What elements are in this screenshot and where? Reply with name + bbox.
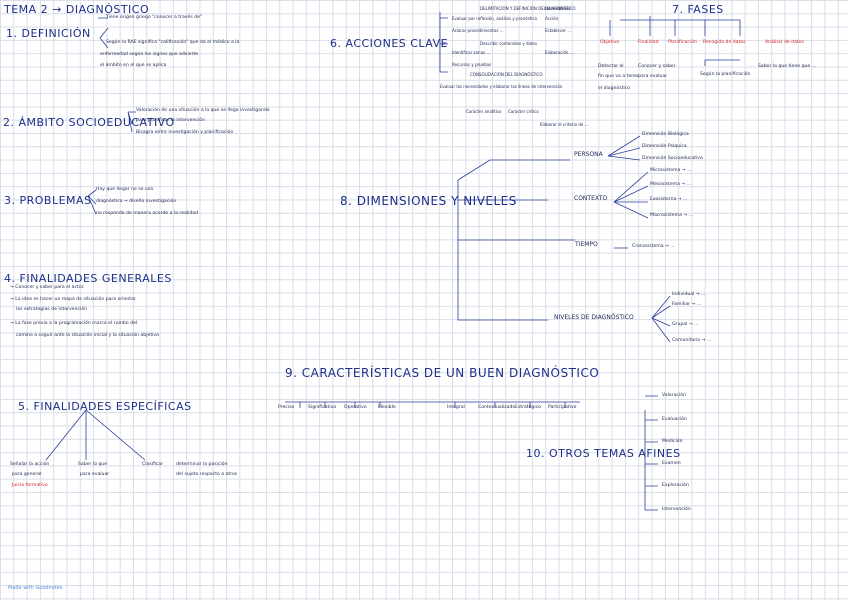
section-7-note: Según la planificación <box>700 72 751 77</box>
section-5-item: del sujeto respecto a otros <box>176 472 238 477</box>
section-2-heading: 2. ÁMBITO SOCIOEDUCATIVO <box>3 116 175 129</box>
section-4-note: → La idea es hacer un mapa de situación … <box>10 297 136 302</box>
persona-item: Dimensión Biológica <box>642 132 689 137</box>
section-2-note: para planificar la intervención <box>136 118 205 123</box>
persona-item: Dimensión Socioeducativa <box>642 156 703 161</box>
section-7-note: Conocer y saber <box>638 64 676 69</box>
section-6-item: Carácter analítico <box>466 109 502 114</box>
section-3-heading: 3. PROBLEMAS <box>4 194 92 207</box>
section-6-item: Acción <box>545 16 559 21</box>
section-7-note: fin que va a tener <box>598 74 639 79</box>
section-3-note: no responde de manera acorde a la realid… <box>96 211 199 216</box>
niveles-item: Familiar → ... <box>672 302 702 307</box>
characteristic-item: Participativo <box>548 405 577 410</box>
characteristic-item: Significativo <box>308 405 337 410</box>
section-5-item: Señalar la acción <box>10 462 50 467</box>
section-4-note: → La fase previa a la programación marca… <box>10 321 138 326</box>
section-7-note: el diagnóstico <box>598 86 631 91</box>
section-5-item: Juicio formativo <box>12 483 48 488</box>
section-1-note: Tiene origen griego "conocer a través de… <box>106 15 203 20</box>
section-6-item: Establecer ... <box>545 28 572 33</box>
section-5-item: Saber lo que <box>78 462 108 467</box>
related-topic: Valoración <box>662 393 686 398</box>
section-5-item: para evaluar <box>80 472 110 477</box>
dimension-label: CONTEXTO <box>574 195 608 202</box>
section-7-note: Saber lo que tiene que ... <box>758 64 817 69</box>
section-6-item: CONSOLIDACIÓN DEL DIAGNÓSTICO <box>470 72 543 77</box>
section-6-item: Evaluar por reflexión, análisis y pronós… <box>452 16 537 21</box>
section-5-item: para generar <box>12 472 42 477</box>
dimension-label: PERSONA <box>574 151 603 158</box>
section-7-phase: Análisis de datos <box>765 40 804 45</box>
related-topic: Exploración <box>662 483 689 488</box>
section-1-heading: 1. DEFINICIÓN <box>6 27 91 40</box>
section-6-item: Carácter crítico <box>508 109 539 114</box>
contexto-item: Microsistema → ... <box>650 168 692 173</box>
section-7-note: Detectar el <box>598 64 624 69</box>
section-6-item: Elaborar el criterio de ... <box>540 122 589 127</box>
tiempo-item: Cronosistema → ... <box>632 244 675 249</box>
section-4-note: → Conocer y saber para el actor. <box>10 285 85 290</box>
section-6-item: Necesidades <box>545 6 571 11</box>
section-5-heading: 5. FINALIDADES ESPECÍFICAS <box>18 400 192 413</box>
section-7-note: para evaluar <box>638 74 668 79</box>
section-1-note: Según la RAE significa "calificación" qu… <box>106 40 240 45</box>
section-8-heading: 8. DIMENSIONES Y NIVELES <box>340 194 517 208</box>
section-9-heading: 9. CARACTERÍSTICAS DE UN BUEN DIAGNÓSTIC… <box>285 366 600 380</box>
characteristic-item: Estratégico <box>515 405 541 410</box>
dimension-label: TIEMPO <box>575 241 598 248</box>
characteristic-item: Operativo <box>344 405 367 410</box>
section-7-phase: Recogida de datos <box>703 40 746 45</box>
contexto-item: Mesosistema → ... <box>650 182 692 187</box>
characteristic-item: Preciso <box>278 405 295 410</box>
section-1-note: el ámbito en el que se aplica <box>100 63 167 68</box>
section-6-item: Describir contenidos y datos <box>480 41 538 46</box>
characteristic-item: Contextualizado <box>478 405 516 410</box>
niveles-item: Individual → ... <box>672 292 706 297</box>
section-6-item: DELIMITACIÓN Y DEFINICIÓN DEL DIAGNÓSTIC… <box>480 6 576 11</box>
section-4-heading: 4. FINALIDADES GENERALES <box>4 272 172 285</box>
section-3-note: diagnóstico → diseño investigación <box>96 199 177 204</box>
niveles-item: Comunitario → ... <box>672 338 712 343</box>
section-5-item: Clasificar <box>142 462 164 467</box>
section-6-item: Recursos y pruebas <box>452 62 492 67</box>
section-4-note: las estrategias de intervención <box>16 307 88 312</box>
characteristic-item: Flexible <box>378 405 396 410</box>
section-6-item: Identificar zonas ... <box>452 50 491 55</box>
characteristic-item: Integral <box>447 405 465 410</box>
section-1-note: enfermedad según los signos que advierte <box>100 52 199 57</box>
persona-item: Dimensión Psíquica <box>642 144 687 149</box>
section-10-heading: 10. OTROS TEMAS AFINES <box>526 447 681 460</box>
section-6-item: Aclarar procedimientos ... <box>452 28 504 33</box>
goodnotes-watermark: Made with Goodnotes <box>8 585 63 591</box>
contexto-item: Exosistema → ... <box>650 197 688 202</box>
section-7-phase: Planificación <box>668 40 697 45</box>
section-2-note: Bisagra entre investigación y planificac… <box>136 130 234 135</box>
section-7-phase: Finalidad <box>638 40 659 45</box>
page-title: TEMA 2 → DIAGNÓSTICO <box>4 3 150 16</box>
section-4-note: camino a seguir ante la situación inicia… <box>16 333 159 338</box>
section-7-phase: Objetivo <box>600 40 620 45</box>
section-3-note: Hay que llegar no se usa <box>96 187 154 192</box>
niveles-item: Grupal → ... <box>672 322 699 327</box>
dimension-label: NIVELES DE DIAGNÓSTICO <box>554 314 634 321</box>
contexto-item: Macrosistema → ... <box>650 213 694 218</box>
related-topic: Evaluación <box>662 417 687 422</box>
related-topic: Intervención <box>662 507 691 512</box>
section-2-note: Valoración de una situación a la que se … <box>136 108 270 113</box>
section-6-item: Evaluar las necesidades y elaborar las l… <box>440 84 563 89</box>
section-5-item: determinar la posición <box>176 462 228 467</box>
section-6-heading: 6. ACCIONES CLAVE <box>330 37 449 50</box>
related-topic: Examen <box>662 461 681 466</box>
section-7-heading: 7. FASES <box>672 3 724 16</box>
section-6-item: Elaboración ... <box>545 50 574 55</box>
related-topic: Medición <box>662 439 683 444</box>
